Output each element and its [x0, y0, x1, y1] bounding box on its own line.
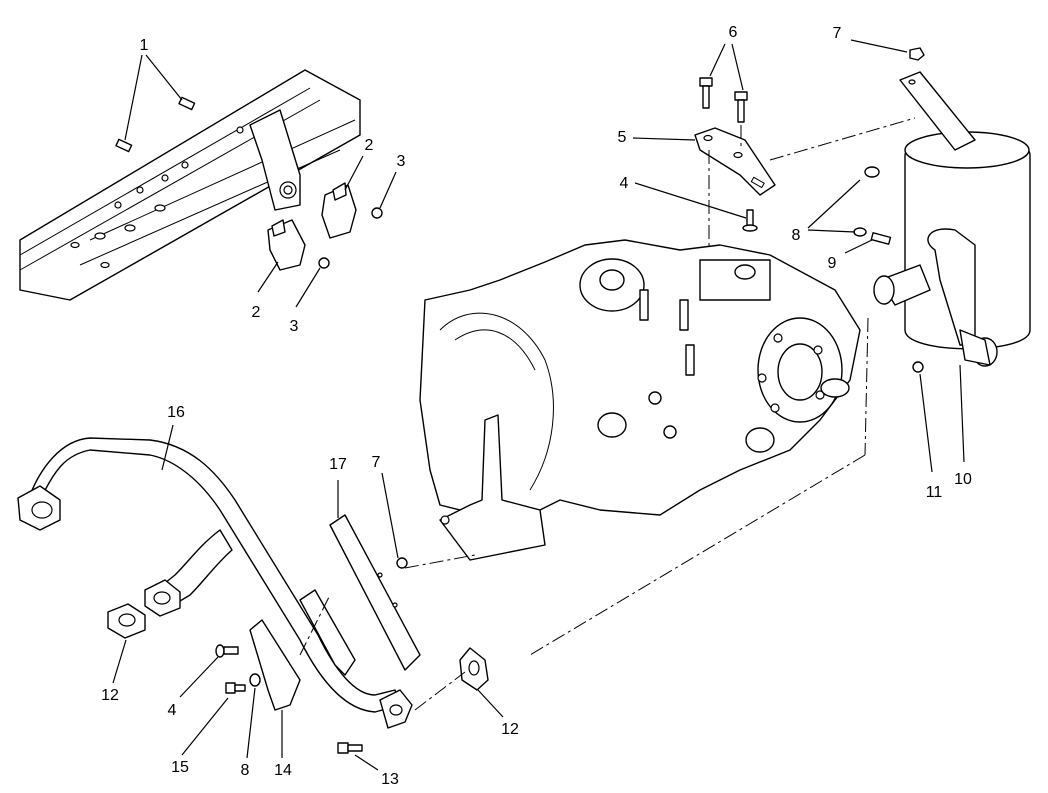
callout-6: 6 — [729, 24, 738, 41]
nut-item-3 — [318, 207, 383, 269]
heat-shield-item-17 — [329, 514, 421, 671]
muffler-hanger-strap — [899, 71, 976, 151]
muffler-item-10 — [873, 131, 1031, 367]
callout-2-upper: 2 — [365, 137, 374, 154]
callout-5: 5 — [618, 129, 627, 146]
callout-11: 11 — [926, 484, 943, 501]
callout-17: 17 — [329, 456, 347, 473]
callout-7-lower: 7 — [372, 454, 381, 471]
gasket-item-12-left — [107, 603, 146, 639]
callout-13: 13 — [381, 771, 399, 788]
callout-7-upper: 7 — [833, 25, 842, 42]
callout-1: 1 — [140, 37, 149, 54]
callout-3-lower: 3 — [290, 318, 299, 335]
bolt-item-13 — [337, 742, 363, 754]
callout-9: 9 — [828, 255, 837, 272]
leader-lines — [112, 39, 965, 771]
nut-item-7-lower — [396, 557, 408, 569]
exhaust-flange-left — [17, 485, 61, 531]
callout-labels: 1 2 3 2 3 6 7 5 4 8 9 11 10 16 17 7 12 4… — [101, 24, 972, 788]
screw-item-15 — [225, 682, 246, 694]
callout-4-lower: 4 — [168, 702, 177, 719]
rubber-mount-item-2 — [267, 182, 357, 271]
exhaust-flange-mid — [144, 579, 181, 617]
washer-item-8-lower — [249, 673, 261, 687]
exhaust-flange-end — [379, 689, 413, 729]
bolt-item-4-upper — [742, 209, 758, 232]
bolt-item-1 — [115, 96, 196, 153]
upper-bracket-item-5 — [694, 127, 776, 196]
callout-2-lower: 2 — [252, 304, 261, 321]
frame-bracket — [249, 109, 301, 211]
transaxle-housing — [419, 239, 861, 521]
callout-12-right: 12 — [501, 721, 519, 738]
callout-15: 15 — [171, 759, 189, 776]
callout-8-upper: 8 — [792, 227, 801, 244]
callout-4-upper: 4 — [620, 175, 629, 192]
nut-item-11 — [912, 361, 924, 373]
washer-bolt-item-8-9 — [853, 166, 892, 245]
callout-3-upper: 3 — [397, 153, 406, 170]
callout-14: 14 — [274, 762, 292, 779]
gasket-item-12-right — [459, 647, 489, 691]
callout-10: 10 — [954, 471, 972, 488]
transaxle-lower-bracket — [439, 414, 546, 561]
screw-item-4-lower — [215, 644, 239, 658]
pipe-bracket-item-14 — [249, 589, 356, 711]
nut-item-7-upper — [909, 47, 925, 61]
bolt-item-6 — [699, 77, 748, 123]
callout-8-lower: 8 — [241, 762, 250, 779]
callout-12-left: 12 — [101, 687, 119, 704]
callout-16: 16 — [167, 404, 185, 421]
